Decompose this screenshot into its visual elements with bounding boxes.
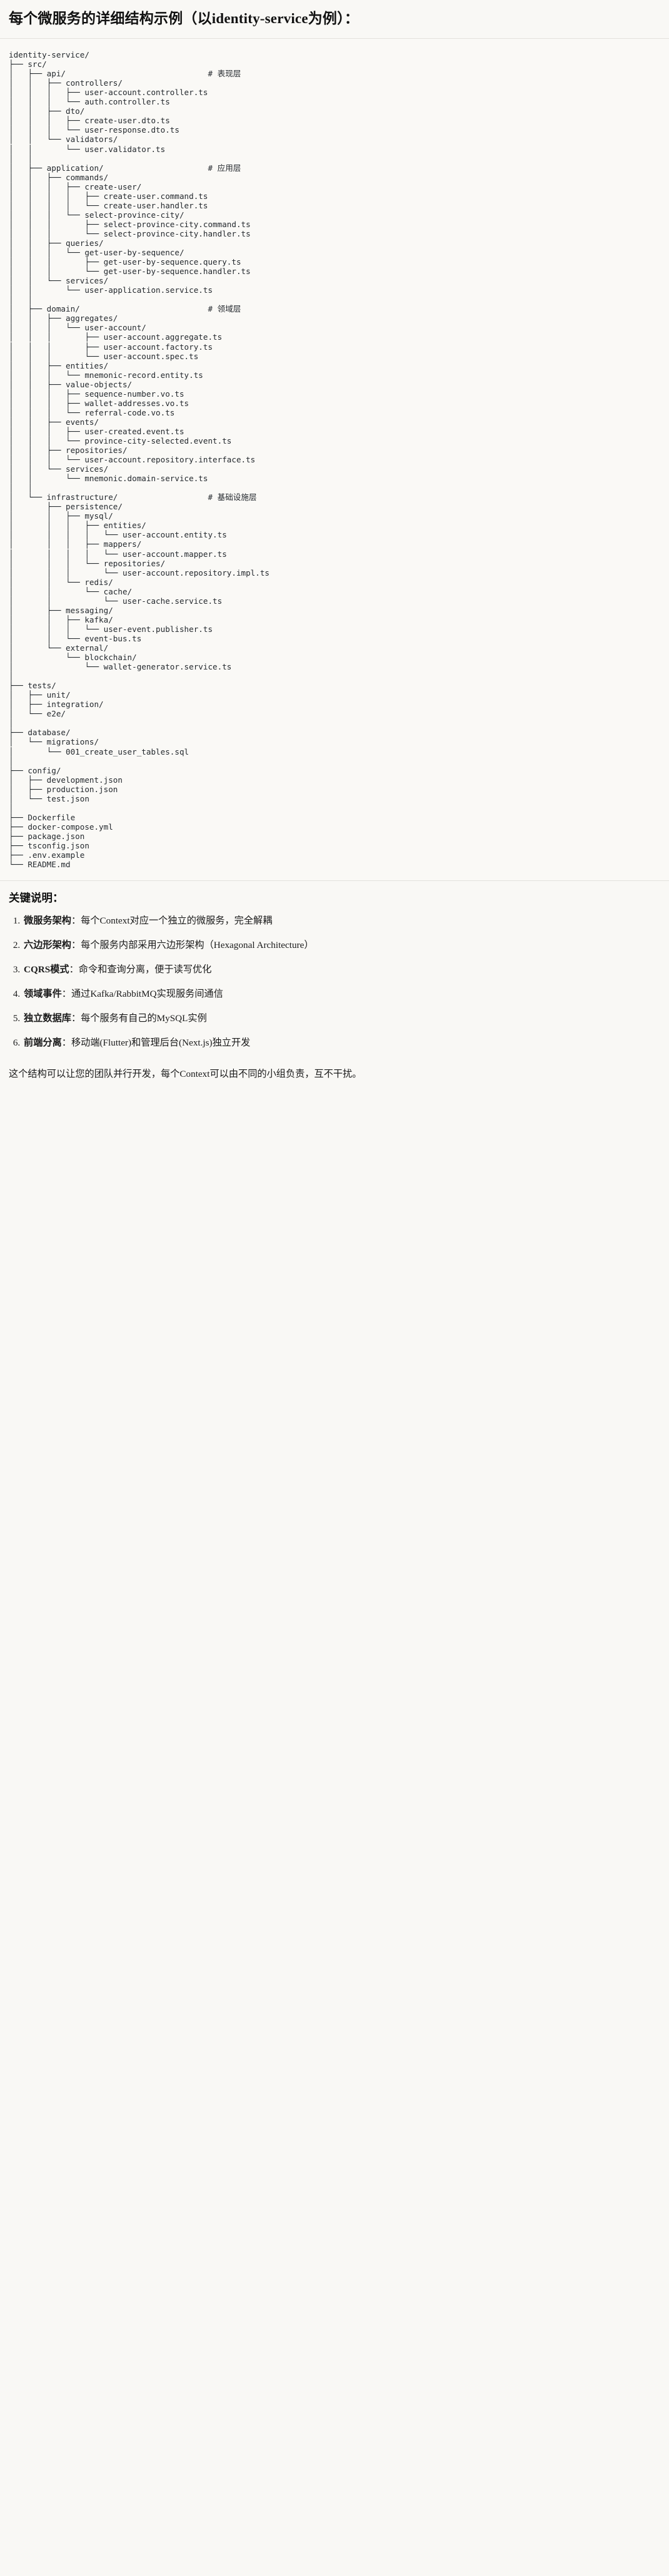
divider-top <box>0 38 669 39</box>
note-separator: ： <box>71 1013 81 1024</box>
list-item: 独立数据库：每个服务有自己的MySQL实例 <box>23 1012 660 1026</box>
page-container: 每个微服务的详细结构示例（以identity-service为例）： ident… <box>0 0 669 1093</box>
list-item: 前端分离：移动端(Flutter)和管理后台(Next.js)独立开发 <box>23 1036 660 1050</box>
note-description: 每个Context对应一个独立的微服务，完全解耦 <box>81 915 273 926</box>
note-separator: ： <box>61 1037 71 1049</box>
note-term: 前端分离 <box>24 1037 62 1049</box>
note-term: 独立数据库 <box>24 1013 71 1024</box>
note-description: 通过Kafka/RabbitMQ实现服务间通信 <box>71 988 223 999</box>
list-item: 领域事件：通过Kafka/RabbitMQ实现服务间通信 <box>23 987 660 1001</box>
note-description: 每个服务有自己的MySQL实例 <box>81 1013 207 1024</box>
key-notes-section: 关键说明： 微服务架构：每个Context对应一个独立的微服务，完全解耦 六边形… <box>0 881 669 1056</box>
list-item: 六边形架构：每个服务内部采用六边形架构（Hexagonal Architectu… <box>23 939 660 952</box>
list-item: 微服务架构：每个Context对应一个独立的微服务，完全解耦 <box>23 914 660 928</box>
note-term: 六边形架构 <box>24 939 71 950</box>
note-term: CQRS模式 <box>24 964 69 975</box>
note-term: 微服务架构 <box>24 915 71 926</box>
directory-tree-block: identity-service/ ├── src/ │ ├── api/ # … <box>0 39 669 881</box>
note-separator: ： <box>71 939 81 950</box>
divider-bottom <box>0 880 669 882</box>
key-notes-list: 微服务架构：每个Context对应一个独立的微服务，完全解耦 六边形架构：每个服… <box>9 914 660 1050</box>
note-separator: ： <box>61 988 71 999</box>
directory-tree: identity-service/ ├── src/ │ ├── api/ # … <box>9 50 270 870</box>
note-description: 命令和查询分离，便于读写优化 <box>78 964 212 975</box>
note-separator: ： <box>71 915 81 926</box>
note-term: 领域事件 <box>24 988 62 999</box>
note-description: 移动端(Flutter)和管理后台(Next.js)独立开发 <box>71 1037 251 1049</box>
note-description: 每个服务内部采用六边形架构（Hexagonal Architecture） <box>81 939 314 950</box>
page-title: 每个微服务的详细结构示例（以identity-service为例）： <box>9 11 360 26</box>
note-separator: ： <box>69 964 79 975</box>
closing-paragraph: 这个结构可以让您的团队并行开发，每个Context可以由不同的小组负责，互不干扰… <box>9 1069 362 1080</box>
key-notes-heading: 关键说明： <box>9 892 64 905</box>
list-item: CQRS模式：命令和查询分离，便于读写优化 <box>23 963 660 977</box>
